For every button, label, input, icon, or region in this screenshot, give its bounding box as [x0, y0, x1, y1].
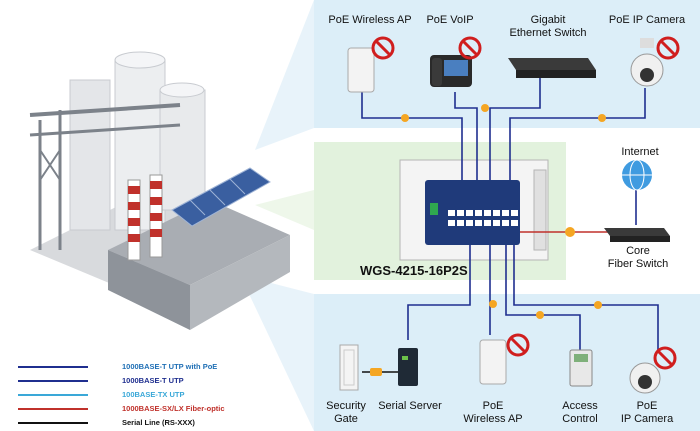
label-core-switch: Core Fiber Switch: [607, 245, 669, 270]
bottom-devices-panel: [314, 294, 700, 431]
wireless-ap-bottom-icon: [479, 339, 507, 385]
poe-badges: [370, 104, 606, 376]
callout-bottom: [240, 275, 314, 431]
legend: 1000BASE-T UTP with PoE 1000BASE-T UTP 1…: [18, 360, 288, 430]
callout-mid: [255, 190, 314, 230]
main-switch-icon: [425, 180, 520, 245]
line-ap-top: [361, 92, 463, 180]
chimney-right: [149, 174, 163, 258]
serial-server-icon: [398, 348, 418, 386]
line-gbswitch: [489, 72, 541, 180]
label-serial-server: Serial Server: [378, 400, 442, 412]
ip-camera-top-icon: [630, 38, 664, 87]
label-wireless-ap-bottom: PoE Wireless AP: [463, 400, 523, 425]
label-wireless-ap-top: PoE Wireless AP: [328, 14, 412, 26]
label-ip-camera-bottom: PoE IP Camera: [620, 400, 674, 425]
legend-swatch: [18, 408, 88, 410]
security-gate-icon: [339, 344, 359, 391]
legend-label: 100BASE-TX UTP: [122, 390, 185, 399]
label-internet: Internet: [621, 146, 659, 158]
legend-item-serial: Serial Line (RS-XXX): [18, 416, 288, 430]
wireless-ap-icon: [347, 47, 375, 93]
label-gigabit-switch: Gigabit Ethernet Switch: [509, 14, 587, 39]
legend-item-poe: 1000BASE-T UTP with PoE: [18, 360, 288, 374]
legend-item-fiber: 1000BASE-SX/LX Fiber-optic: [18, 402, 288, 416]
chimney-left: [127, 179, 141, 261]
ip-camera-bottom-icon: [629, 362, 661, 394]
factory-illustration: [29, 51, 290, 330]
legend-label: 1000BASE-T UTP with PoE: [122, 362, 218, 371]
line-camera-top: [509, 88, 646, 180]
solar-panels: [171, 167, 271, 227]
line-camera-bottom: [513, 245, 659, 350]
access-control-icon: [569, 349, 593, 387]
legend-swatch: [18, 422, 88, 424]
label-voip: PoE VoIP: [426, 14, 474, 26]
gigabit-switch-icon: [508, 58, 596, 78]
label-access-control: Access Control: [562, 400, 598, 425]
line-serial-server: [407, 245, 471, 340]
legend-swatch: [18, 366, 88, 368]
legend-label: Serial Line (RS-XXX): [122, 418, 195, 427]
line-voip-top: [454, 92, 478, 180]
legend-label: 1000BASE-SX/LX Fiber-optic: [122, 404, 225, 413]
no-power-icons: [371, 36, 680, 370]
legend-item-100base: 100BASE-TX UTP: [18, 388, 288, 402]
core-fiber-switch-icon: [604, 228, 670, 242]
switch-model-label: WGS-4215-16P2S: [360, 263, 468, 278]
label-ip-camera-top: PoE IP Camera: [608, 14, 686, 26]
legend-item-utp: 1000BASE-T UTP: [18, 374, 288, 388]
legend-swatch: [18, 394, 88, 396]
label-security-gate: Security Gate: [326, 400, 366, 425]
internet-globe-icon: [622, 159, 652, 191]
voip-phone-icon: [430, 55, 472, 87]
legend-label: 1000BASE-T UTP: [122, 376, 184, 385]
callout-top: [255, 0, 314, 150]
legend-swatch: [18, 380, 88, 382]
